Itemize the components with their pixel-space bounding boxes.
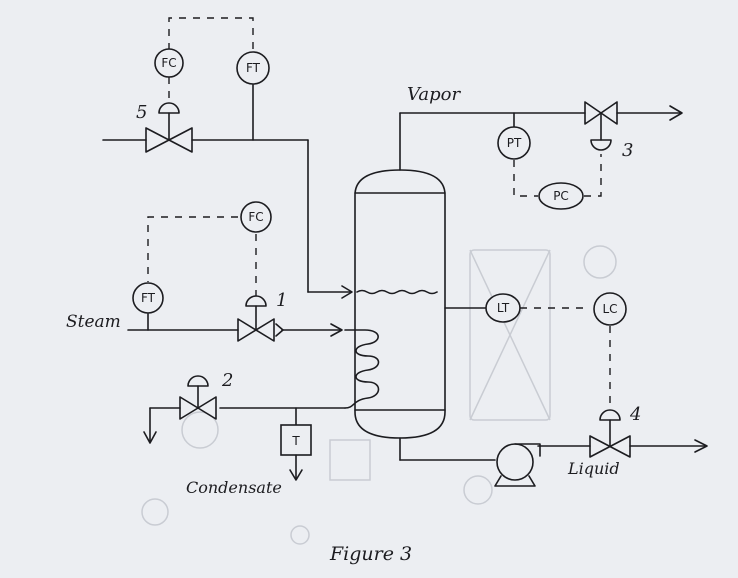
pt-bubble: PT bbox=[497, 126, 531, 160]
valve-5-number: 5 bbox=[136, 102, 147, 123]
liquid-level-line bbox=[356, 289, 438, 295]
lc-label: LC bbox=[602, 302, 617, 316]
pc-label: PC bbox=[553, 189, 569, 203]
fc-mid-label: FC bbox=[248, 210, 263, 224]
fc-top-bubble: FC bbox=[154, 48, 184, 78]
distillation-column bbox=[344, 169, 446, 439]
ft-steam-bubble: FT bbox=[132, 282, 164, 314]
condensate-label: Condensate bbox=[186, 478, 282, 497]
valve-4-number: 4 bbox=[629, 404, 641, 425]
paper-show-through bbox=[141, 245, 617, 545]
control-valve-3 bbox=[584, 101, 618, 151]
condensate-line bbox=[143, 407, 346, 444]
control-valve-2 bbox=[179, 375, 217, 420]
valve-3-number: 3 bbox=[622, 140, 633, 161]
figure-caption: Figure 3 bbox=[329, 543, 412, 565]
ft-steam-label: FT bbox=[141, 291, 156, 305]
fc-top-label: FC bbox=[161, 56, 176, 70]
ft-top-bubble: FT bbox=[236, 51, 270, 85]
bottoms-line bbox=[399, 437, 708, 461]
valve-2-number: 2 bbox=[221, 370, 233, 391]
control-valve-4 bbox=[589, 409, 631, 458]
steam-line bbox=[127, 313, 343, 337]
feed-line bbox=[102, 139, 353, 299]
steam-label: Steam bbox=[66, 312, 121, 332]
trap-label: T bbox=[291, 434, 300, 448]
vapor-line bbox=[399, 105, 683, 171]
control-valve-1 bbox=[237, 295, 284, 342]
valve-1-number: 1 bbox=[276, 290, 287, 311]
liquid-label: Liquid bbox=[567, 459, 620, 478]
lc-bubble: LC bbox=[593, 292, 627, 326]
lt-label: LT bbox=[497, 301, 510, 315]
pt-label: PT bbox=[507, 136, 522, 150]
pc-bubble: PC bbox=[538, 182, 584, 210]
lt-bubble: LT bbox=[485, 293, 521, 323]
reboiler-coil bbox=[344, 329, 380, 409]
pump bbox=[494, 443, 541, 487]
steam-trap: T bbox=[280, 424, 312, 481]
ft-top-label: FT bbox=[246, 61, 261, 75]
fc-mid-bubble: FC bbox=[240, 201, 272, 233]
control-valve-5 bbox=[145, 102, 193, 153]
vapor-label: Vapor bbox=[407, 84, 461, 105]
